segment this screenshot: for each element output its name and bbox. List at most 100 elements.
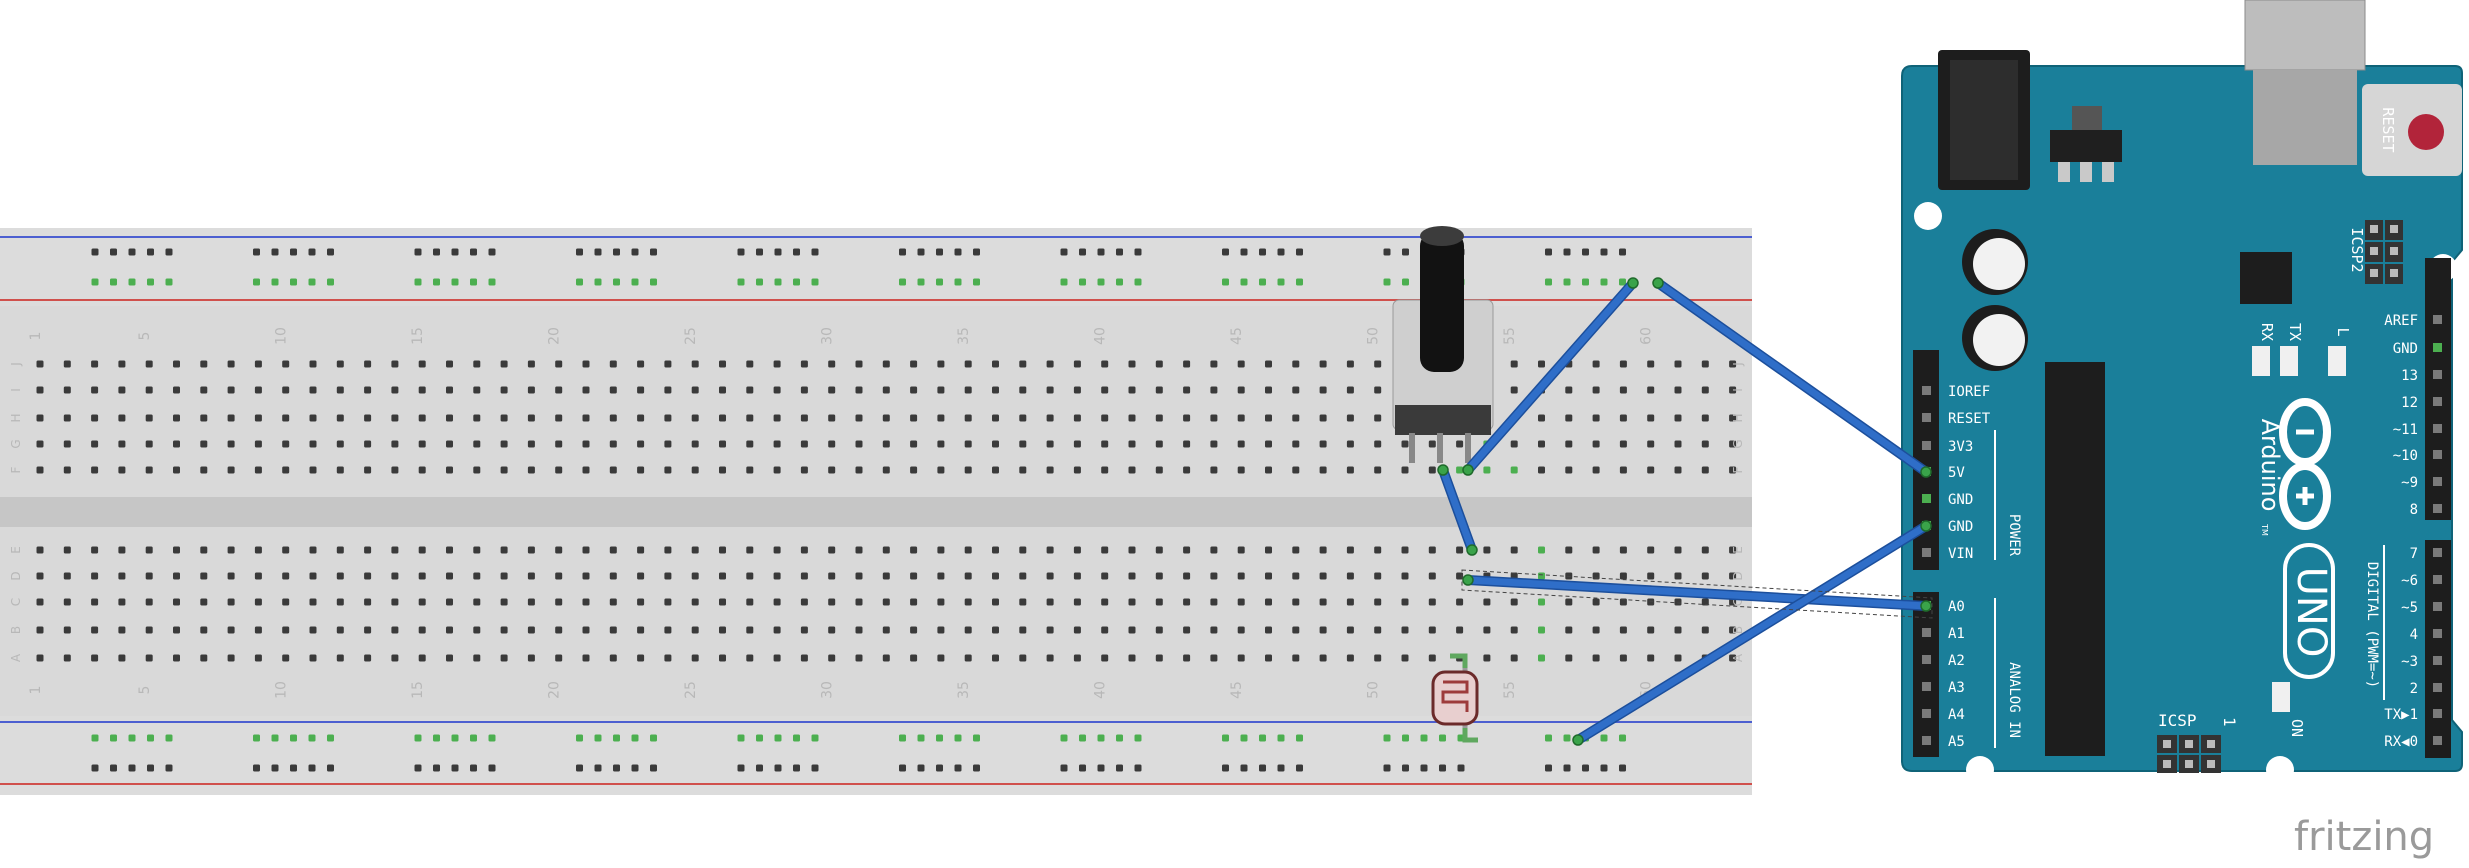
rail-hole: [613, 734, 620, 742]
rail-hole: [414, 248, 422, 256]
breadboard-hole: [173, 414, 180, 422]
column-number: 20: [547, 327, 563, 345]
breadboard-hole: [527, 626, 535, 634]
breadboard-hole: [391, 546, 399, 554]
rail-hole: [737, 764, 745, 772]
breadboard-hole: [1483, 598, 1491, 606]
breadboard-hole: [1510, 626, 1518, 634]
breadboard-hole: [1101, 546, 1109, 554]
rail-hole: [253, 278, 260, 286]
breadboard-hole: [1265, 360, 1272, 368]
breadboard-hole: [200, 598, 208, 606]
breadboard-hole: [1565, 414, 1573, 422]
digital-pin: [2433, 424, 2442, 433]
rail-hole: [1097, 764, 1105, 772]
breadboard-hole: [1155, 360, 1163, 368]
breadboard-hole: [555, 440, 563, 448]
breadboard-hole: [609, 626, 617, 634]
digital-pin-label: 12: [2401, 395, 2418, 411]
breadboard-hole: [964, 414, 972, 422]
rail-hole: [433, 278, 440, 286]
rail-hole: [936, 278, 943, 286]
rail-hole: [1619, 248, 1626, 256]
breadboard-hole: [418, 598, 426, 606]
breadboard-hole: [1456, 466, 1464, 474]
rail-hole: [128, 278, 136, 286]
usb-connector: [2244, 0, 2366, 71]
breadboard-hole: [664, 466, 672, 474]
breadboard-hole: [36, 654, 44, 662]
breadboard-hole: [1292, 360, 1300, 368]
breadboard-hole: [254, 360, 262, 368]
breadboard-hole: [828, 360, 836, 368]
breadboard-hole: [800, 598, 808, 606]
breadboard-hole: [118, 414, 126, 422]
breadboard-hole: [227, 572, 235, 580]
column-number: 1: [28, 332, 44, 341]
breadboard-hole: [227, 360, 235, 368]
icsp-pin-tip: [2185, 740, 2193, 748]
breadboard-hole: [1101, 598, 1109, 606]
column-number: 5: [137, 332, 153, 341]
breadboard-hole: [992, 386, 999, 394]
breadboard-hole: [719, 626, 726, 634]
breadboard-hole: [937, 386, 945, 394]
breadboard-hole: [118, 626, 126, 634]
rail-hole: [650, 248, 657, 256]
analog-pin-label: A1: [1948, 626, 1965, 642]
breadboard-hole: [527, 414, 535, 422]
rail-hole: [128, 248, 136, 256]
breadboard-hole: [555, 414, 563, 422]
breadboard-hole: [1619, 654, 1627, 662]
breadboard-hole: [1210, 598, 1218, 606]
breadboard-hole: [1319, 572, 1327, 580]
breadboard-hole: [964, 572, 972, 580]
rail-hole: [1439, 734, 1446, 742]
breadboard-hole: [992, 598, 999, 606]
breadboard-hole: [800, 654, 808, 662]
breadboard-hole: [227, 598, 235, 606]
breadboard-hole: [1101, 626, 1109, 634]
analog-pin: [1922, 682, 1931, 691]
breadboard-hole: [882, 360, 890, 368]
breadboard-hole: [254, 654, 262, 662]
breadboard-hole: [1510, 360, 1518, 368]
breadboard-hole: [1483, 626, 1491, 634]
rail-hole: [613, 764, 620, 772]
breadboard-hole: [1183, 546, 1191, 554]
digital-pin-label: GND: [2393, 341, 2418, 357]
breadboard-hole: [964, 546, 972, 554]
rail-hole: [1079, 248, 1086, 256]
breadboard-hole: [473, 360, 481, 368]
breadboard-hole: [1619, 598, 1627, 606]
rail-hole: [147, 278, 154, 286]
breadboard-hole: [63, 572, 71, 580]
breadboard-hole: [1292, 466, 1300, 474]
rail-hole: [1134, 278, 1142, 286]
icsp2-pin-tip: [2390, 269, 2398, 277]
breadboard-hole: [500, 466, 508, 474]
breadboard-hole: [227, 654, 235, 662]
breadboard-hole: [473, 598, 481, 606]
breadboard-hole: [855, 626, 863, 634]
rail-hole: [290, 764, 297, 772]
breadboard-hole: [800, 546, 808, 554]
wire-end: [1627, 277, 1639, 289]
selection-outline: [1461, 569, 1933, 619]
breadboard-hole: [719, 546, 726, 554]
column-number: 10: [274, 681, 290, 699]
breadboard-hole: [773, 466, 781, 474]
row-letter: E: [1731, 546, 1745, 554]
breadboard-hole: [910, 572, 918, 580]
breadboard-hole: [200, 626, 208, 634]
breadboard-hole: [418, 386, 426, 394]
breadboard-hole: [828, 572, 836, 580]
breadboard-hole: [173, 572, 180, 580]
breadboard-hole: [1619, 546, 1627, 554]
breadboard-hole: [910, 360, 918, 368]
breadboard-hole: [1647, 440, 1655, 448]
breadboard-hole: [964, 360, 972, 368]
breadboard-hole: [1346, 626, 1354, 634]
breadboard-hole: [1346, 440, 1354, 448]
breadboard-hole: [1647, 386, 1655, 394]
